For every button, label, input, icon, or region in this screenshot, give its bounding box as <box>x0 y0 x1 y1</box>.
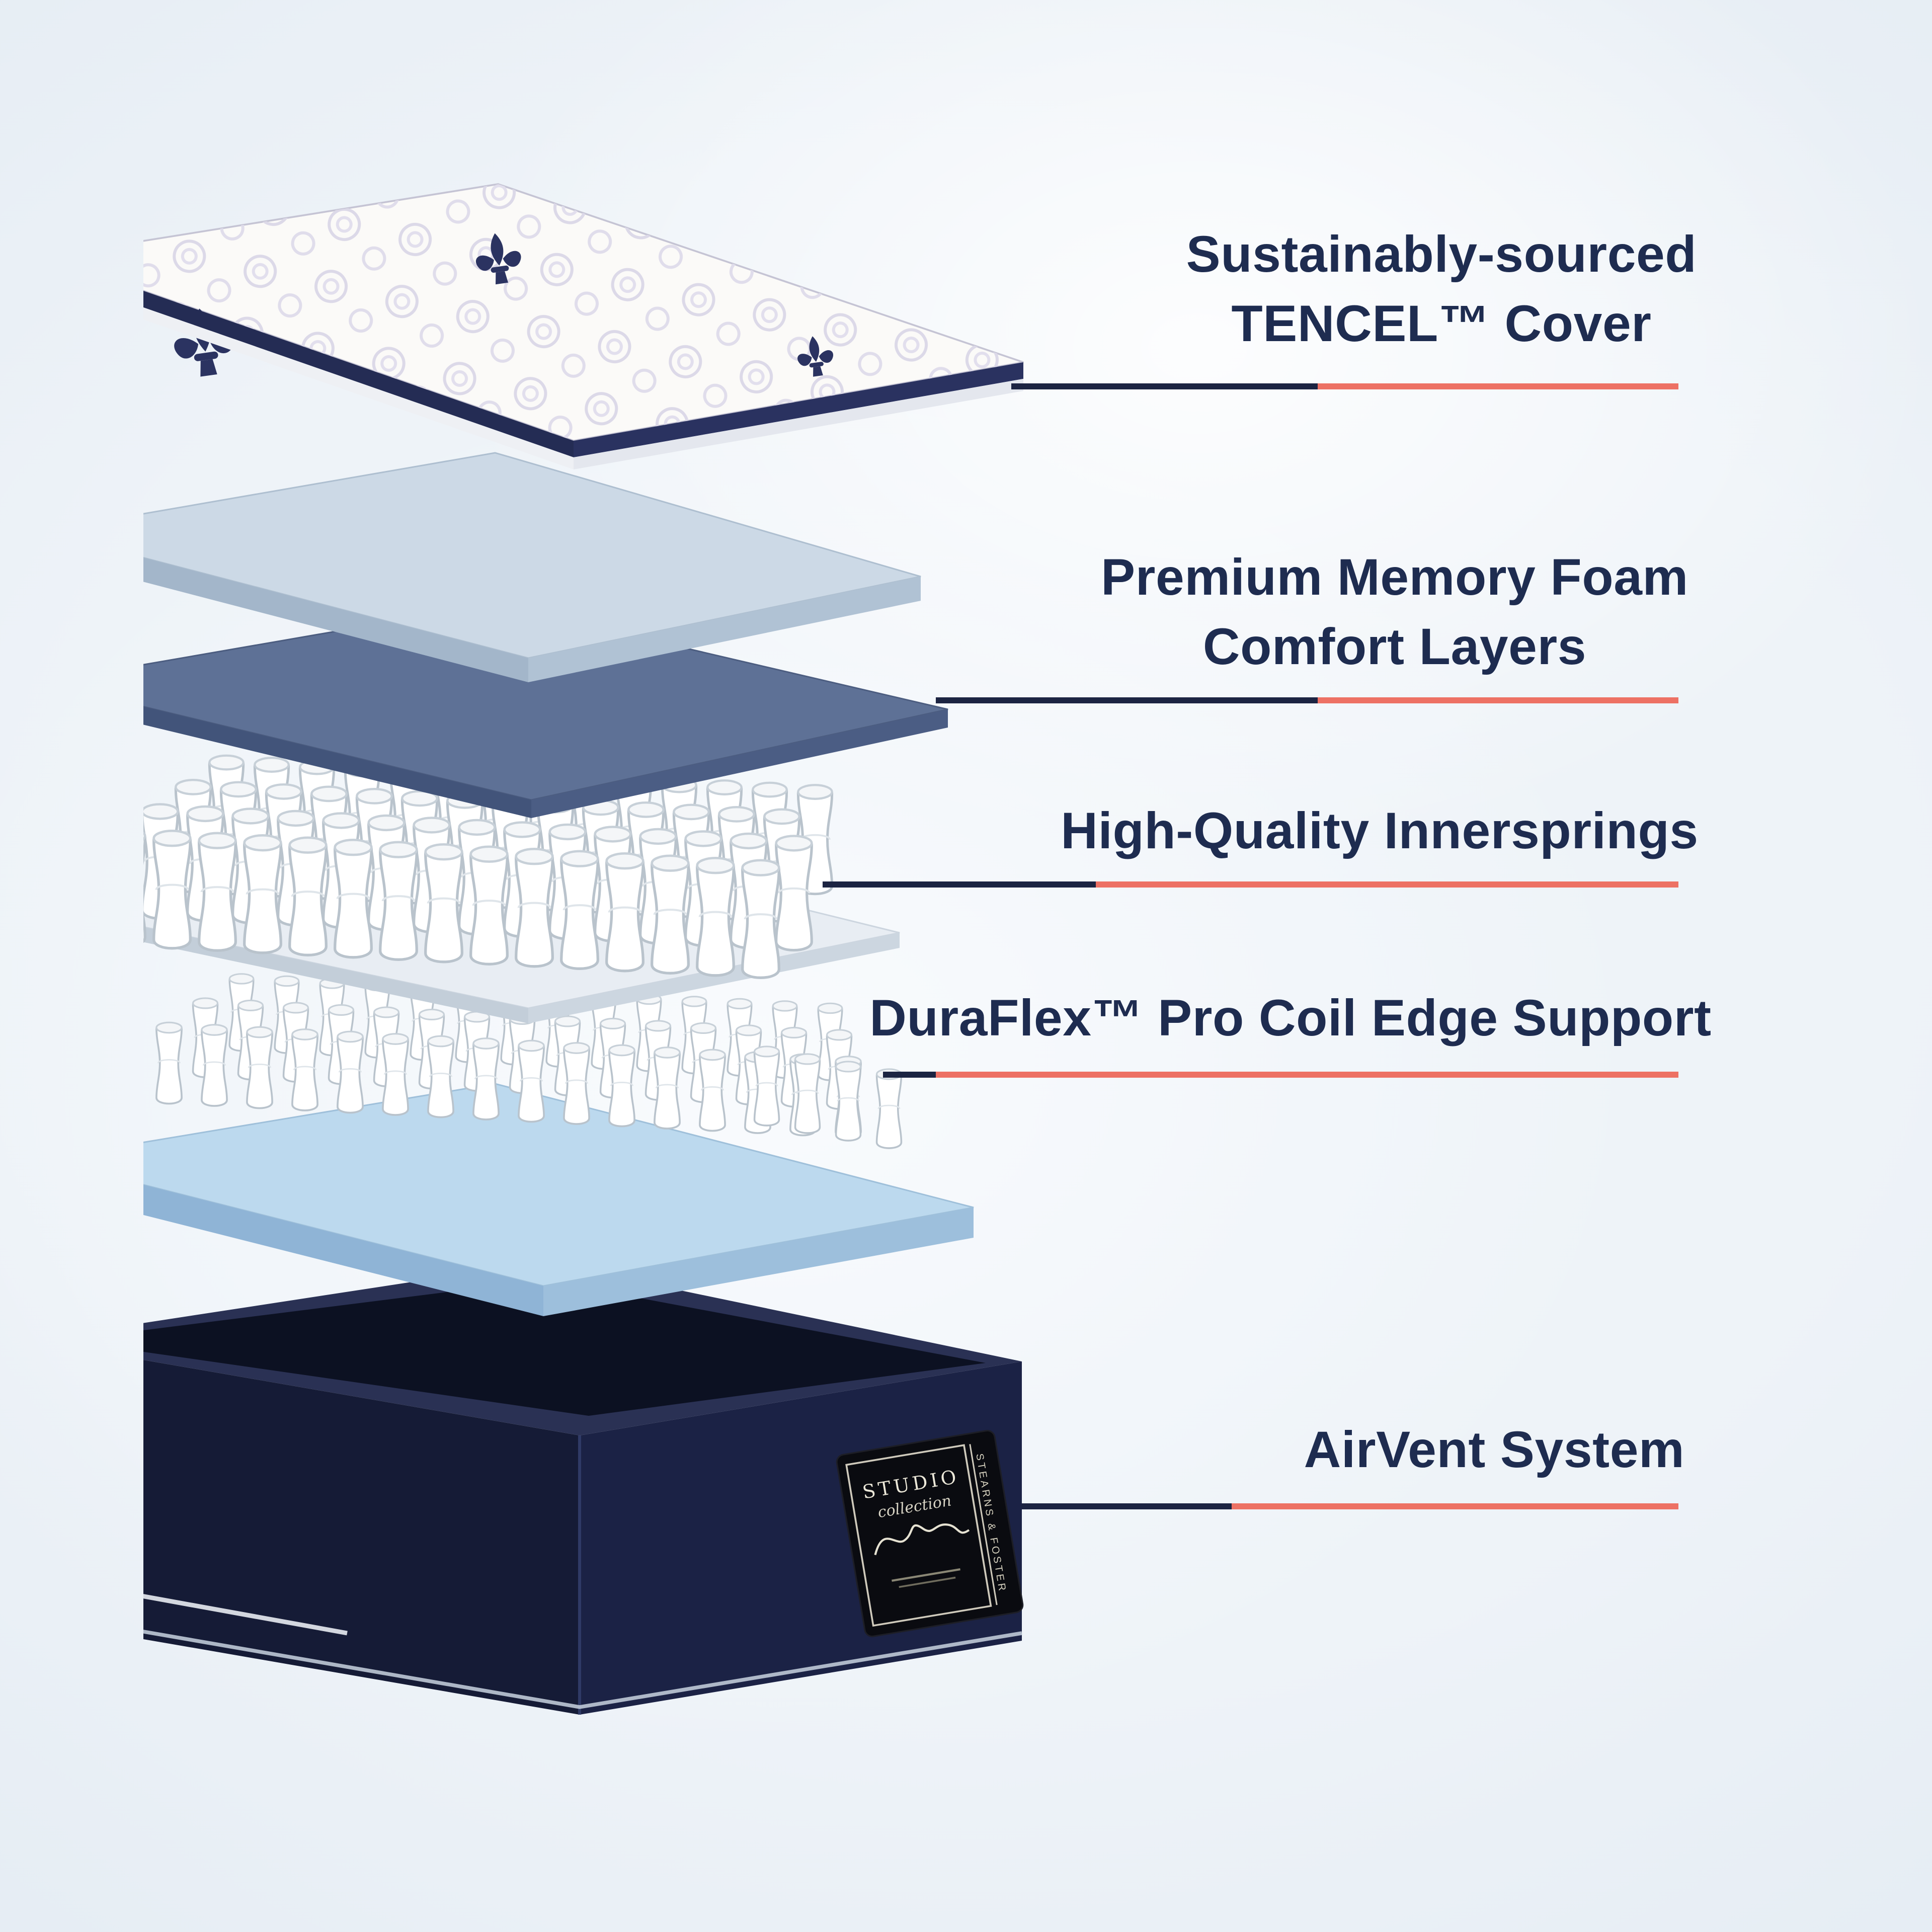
callout-line-airvent <box>1022 1503 1678 1509</box>
line-coral-segment <box>936 1072 1678 1078</box>
law-tag: STUDIO collection STEARNS & FOSTER <box>836 1430 1024 1637</box>
line-coral-segment <box>1318 697 1678 703</box>
label-line: DuraFlex™ Pro Coil Edge Support <box>869 990 1712 1048</box>
line-coral-segment <box>1232 1503 1678 1509</box>
label-line: Sustainably-sourced <box>1186 226 1697 284</box>
line-coral-segment <box>1318 383 1678 389</box>
line-navy-segment <box>1022 1503 1232 1509</box>
line-navy-segment <box>823 881 1096 888</box>
callout-label-airvent: AirVent System <box>1072 1416 1917 1485</box>
callout-label-edge-support: DuraFlex™ Pro Coil Edge Support <box>868 984 1713 1054</box>
callout-label-memory-foam: Premium Memory Foam Comfort Layers <box>972 543 1817 682</box>
line-navy-segment <box>1011 383 1318 389</box>
line-navy-segment <box>883 1072 936 1078</box>
tencel-cover-layer <box>143 183 1024 469</box>
label-line: AirVent System <box>1304 1422 1685 1479</box>
airvent-foam-slab <box>143 1083 974 1316</box>
memory-foam-layer-1 <box>143 452 921 682</box>
line-coral-segment <box>1096 881 1678 888</box>
memory-foam-layer-2 <box>143 603 948 818</box>
label-line: High-Quality Innersprings <box>1061 803 1699 860</box>
piping-seam <box>143 1594 348 1636</box>
airvent-base-layer: STUDIO collection STEARNS & FOSTER <box>143 1262 1024 1715</box>
line-navy-segment <box>936 697 1318 703</box>
callout-line-tencel-cover <box>1011 383 1678 389</box>
label-line: Comfort Layers <box>1202 619 1587 676</box>
callout-line-memory-foam <box>936 697 1678 703</box>
signature-script <box>874 1523 970 1556</box>
callout-line-innersprings <box>823 881 1678 888</box>
label-line: Premium Memory Foam <box>1101 549 1688 607</box>
callout-line-edge-support <box>883 1072 1678 1078</box>
callout-label-innersprings: High-Quality Innersprings <box>957 797 1802 866</box>
label-line: TENCEL™ Cover <box>1231 296 1652 353</box>
callout-label-tencel-cover: Sustainably-sourced TENCEL™ Cover <box>1019 220 1864 359</box>
